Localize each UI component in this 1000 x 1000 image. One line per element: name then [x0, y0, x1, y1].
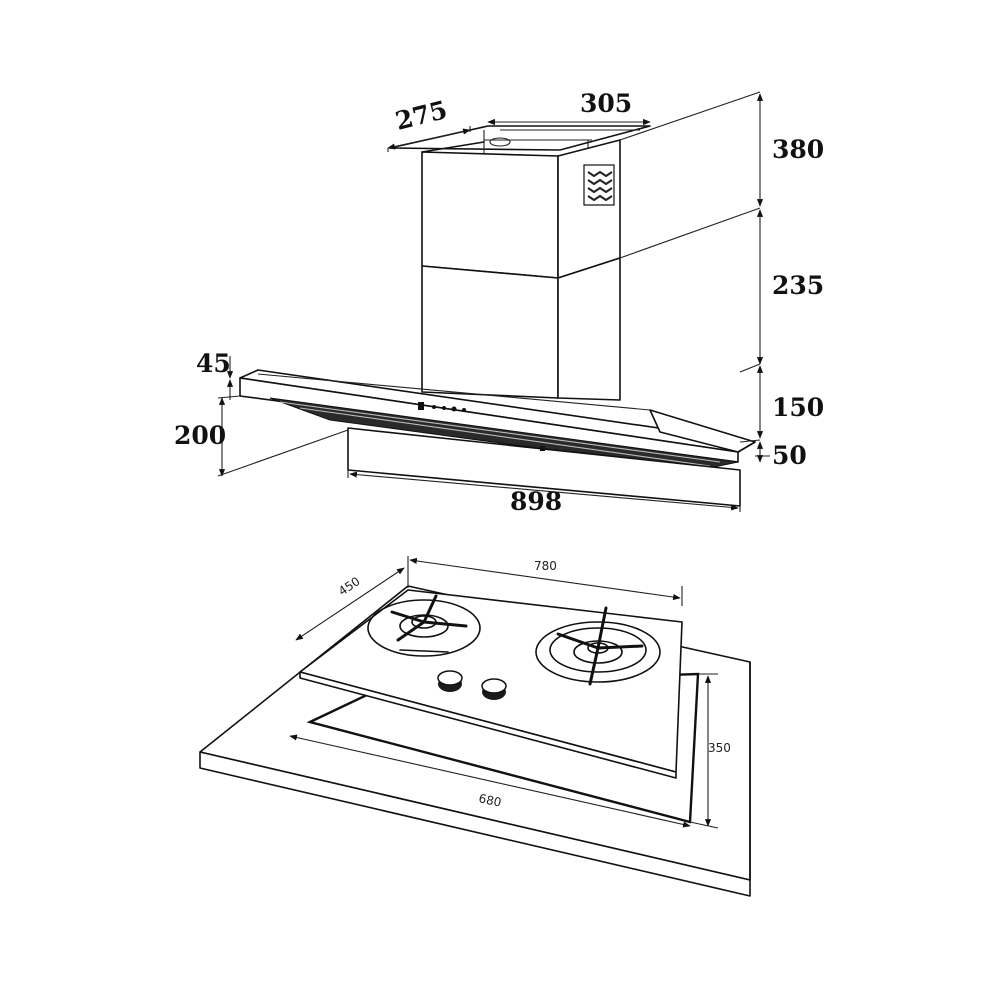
range-hood-drawing: 275 305 380 235 150 50 45 200 898 [174, 89, 824, 516]
dim-canopy-height-label: 150 [772, 393, 824, 422]
dim-hood-width-label: 898 [510, 487, 562, 516]
chimney-top-hole [489, 137, 511, 147]
dim-depth-label: 275 [392, 95, 450, 136]
knob-left[interactable] [437, 670, 463, 692]
canopy-inner-line [257, 373, 651, 411]
dim-lower-height-label: 235 [772, 271, 824, 300]
dim-upper-height-label: 380 [772, 135, 824, 164]
lower-chimney-side [557, 257, 621, 401]
control-button-icon[interactable] [418, 402, 424, 410]
chimney-top-bracket [483, 129, 640, 158]
gas-hob-drawing: 780 450 350 680 [199, 556, 751, 897]
control-button-icon[interactable] [442, 406, 446, 410]
dim-base-height-label: 50 [772, 441, 807, 470]
dim-chimney-width-label: 305 [580, 89, 632, 118]
hob-dimension-lines [289, 556, 719, 829]
dim-cutout-width-label: 680 [477, 791, 502, 809]
canopy-side-panel [649, 409, 756, 453]
upper-chimney-top-edge [421, 141, 485, 153]
control-button-icon[interactable] [451, 406, 457, 412]
control-button-icon[interactable] [432, 405, 436, 409]
knob-right[interactable] [481, 678, 507, 700]
dim-front-height-label: 200 [174, 421, 226, 450]
dim-thickness-label: 45 [196, 349, 231, 378]
light-icon [540, 446, 545, 451]
lower-chimney-front [421, 265, 559, 399]
vent-grille-icon [583, 164, 615, 206]
control-button-icon[interactable] [462, 408, 466, 412]
dim-hob-depth-label: 450 [336, 574, 363, 598]
dim-hob-width-label: 780 [534, 559, 557, 573]
burner-right [535, 606, 661, 686]
upper-chimney-side [557, 139, 621, 279]
filter-highlight [279, 401, 721, 467]
hood-dimension-lines [217, 91, 770, 512]
dim-cutout-depth-label: 350 [708, 741, 731, 755]
control-panel [418, 402, 466, 412]
upper-chimney-front [421, 151, 559, 279]
